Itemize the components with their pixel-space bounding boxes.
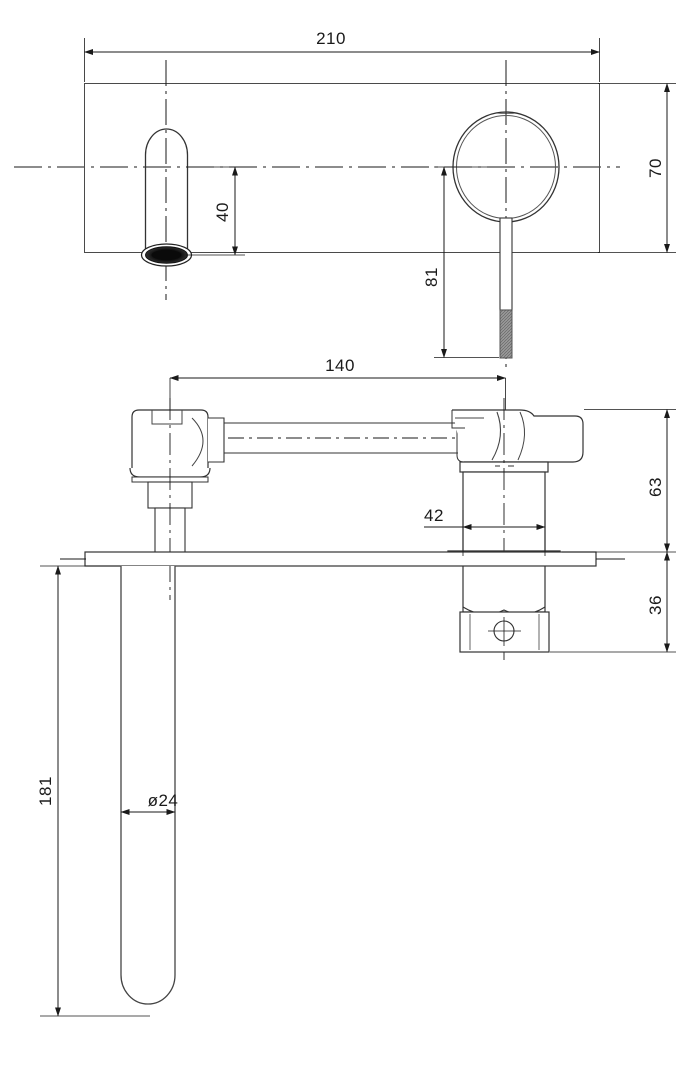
side-elevation-view: 140 — [36, 356, 676, 1017]
dim-label-63: 63 — [646, 477, 665, 497]
lever-arm-side — [224, 422, 458, 454]
dim-label-181: 181 — [36, 776, 55, 806]
handle-stem-knurled-grip — [499, 309, 513, 359]
dimension-81: 81 — [422, 166, 499, 358]
dim-label-36: 36 — [646, 595, 665, 615]
dimension-70: 70 — [598, 83, 676, 253]
spout-cap-top-slot — [151, 410, 183, 425]
dimension-210: 210 — [84, 29, 600, 82]
spout-tube-side — [120, 566, 176, 1005]
bottom-cartridge-nut — [459, 611, 550, 653]
handle-lever-inner-curve — [517, 411, 525, 461]
dim-label-70: 70 — [646, 158, 665, 178]
dimension-181: 181 — [36, 565, 150, 1017]
dim-label-81: 81 — [422, 267, 441, 287]
dim-label-42: 42 — [424, 506, 444, 525]
aerator-core — [151, 250, 182, 260]
backplate-outline — [84, 83, 600, 253]
spout-collar-right — [208, 417, 225, 463]
spout-cap-curve — [191, 417, 204, 467]
backplate-side — [60, 551, 625, 567]
dim-label-210: 210 — [316, 29, 346, 48]
body-cylinder-below — [462, 564, 546, 613]
handle-lever-side-outline — [452, 409, 584, 463]
spout-upper-body-side — [129, 398, 225, 560]
spout-tube-outline — [120, 566, 176, 1005]
dimension-36: 36 — [550, 551, 676, 653]
handle-lever-neck-curve — [491, 411, 502, 461]
dim-label-140: 140 — [325, 356, 355, 375]
dimension-diameter-24: ø24 — [120, 791, 179, 815]
handle-lever-tail — [451, 410, 465, 429]
dim-label-d24: ø24 — [148, 791, 179, 810]
dim-label-40: 40 — [213, 202, 232, 222]
spout-body-front — [144, 128, 189, 255]
front-elevation-view: 210 70 40 81 — [14, 29, 676, 370]
dimension-63: 63 — [562, 409, 676, 553]
dimension-40: 40 — [186, 166, 245, 256]
handle-stem-front — [499, 217, 513, 311]
dimension-42: 42 — [424, 506, 546, 556]
backplate-side-outline — [84, 551, 597, 567]
